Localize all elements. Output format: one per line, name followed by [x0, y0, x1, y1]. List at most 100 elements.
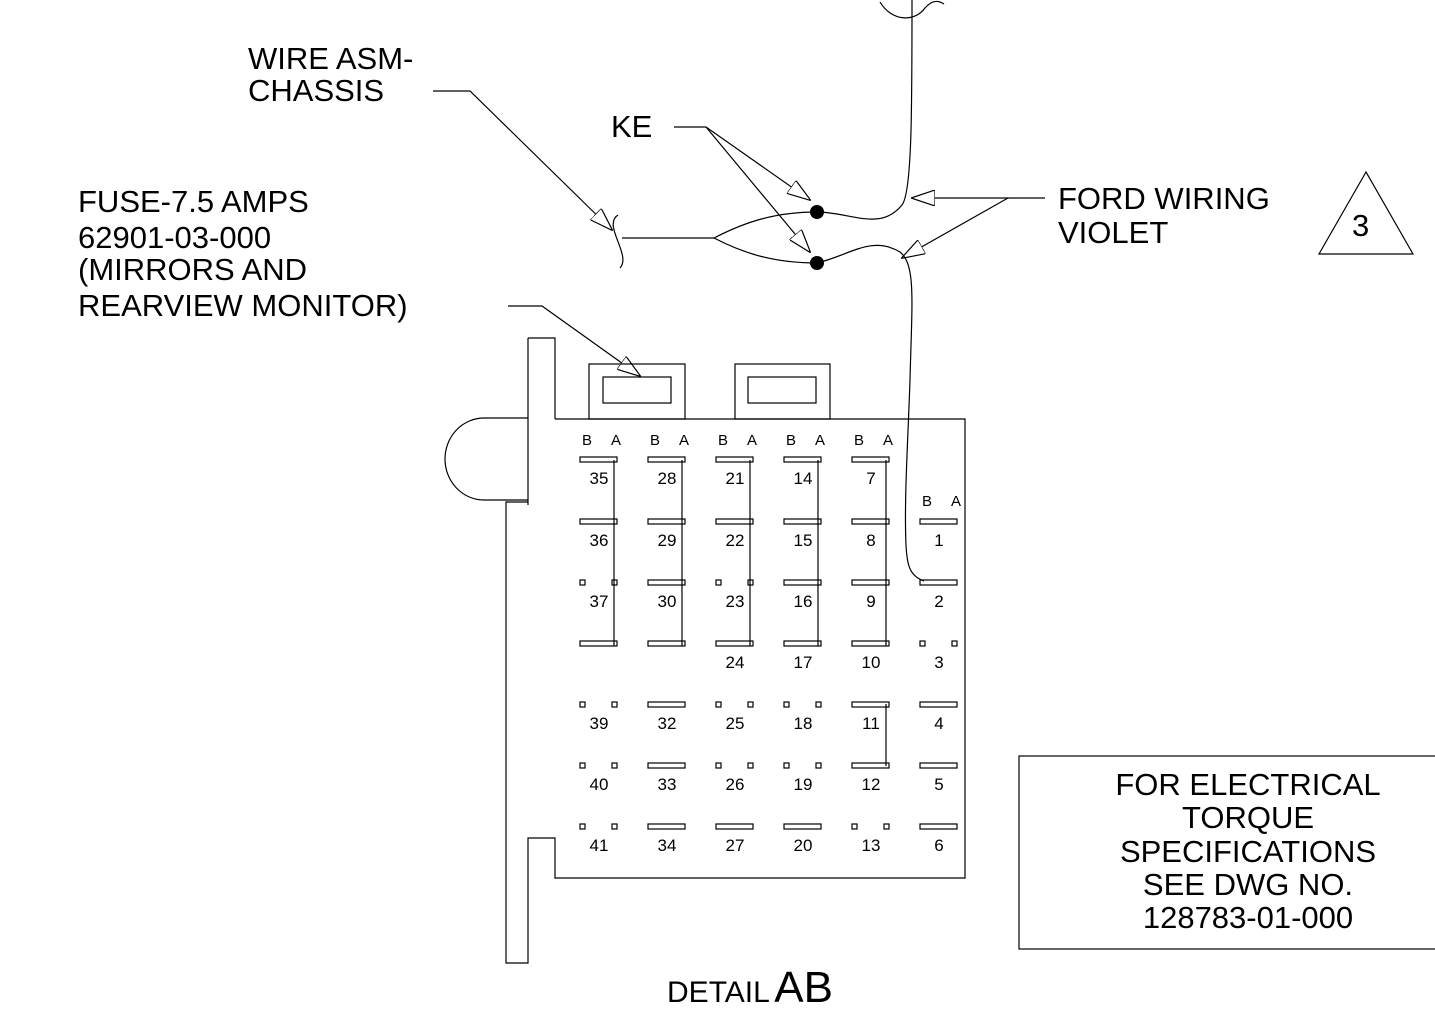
- fuse-blade: [647, 701, 686, 708]
- cavity-terminal-a: [951, 640, 958, 647]
- cavity-number: 24: [726, 653, 745, 672]
- fuse-blade: [647, 518, 686, 525]
- fuse-label-line2: 62901-03-000: [78, 220, 271, 255]
- column-header-a: A: [611, 432, 621, 449]
- fuse-blade: [715, 518, 754, 525]
- fuse-blade: [579, 640, 618, 647]
- cavity-number: 36: [590, 531, 609, 550]
- wire-asm-label-line2: CHASSIS: [248, 73, 384, 108]
- cavity-terminal-b: [851, 823, 858, 830]
- fuse-blade: [851, 640, 890, 647]
- ke-leader-upper: [705, 126, 810, 200]
- column-header-b: B: [922, 493, 932, 510]
- fuse-box-housing: [444, 337, 966, 964]
- cavity-number: 4: [934, 714, 943, 733]
- revision-number: 3: [1352, 208, 1369, 243]
- fuse-blade: [851, 579, 890, 586]
- fuse-blade: [919, 579, 958, 586]
- ford-wiring-label-line2: VIOLET: [1058, 215, 1168, 250]
- note-line5: 128783-01-000: [1143, 900, 1353, 935]
- fuse-blade: [715, 823, 754, 830]
- fuse-blade: [647, 579, 686, 586]
- fuse-label-line4: REARVIEW MONITOR): [78, 288, 408, 323]
- cavity-number: 19: [794, 775, 813, 794]
- cavity-number: 32: [658, 714, 677, 733]
- fuse-blade: [851, 701, 890, 708]
- ford-wiring-label-line1: FORD WIRING: [1058, 181, 1270, 216]
- fuse-label-line3: (MIRRORS AND: [78, 252, 307, 287]
- fuse-left: [602, 376, 672, 404]
- fuse-blade: [919, 518, 958, 525]
- splice-wire-upper: [713, 211, 818, 239]
- detail-prefix: DETAIL: [667, 976, 770, 1009]
- cavity-number: 29: [658, 531, 677, 550]
- cavity-number: 33: [658, 775, 677, 794]
- cavity-number: 28: [658, 469, 677, 488]
- fuse-blade: [851, 456, 890, 463]
- fuse-blade: [783, 640, 822, 647]
- fuse-blade: [851, 518, 890, 525]
- ford-leader-lower: [902, 197, 1009, 258]
- cavity-number: 1: [934, 531, 943, 550]
- fuse-blade: [715, 640, 754, 647]
- cavity-terminal-b: [783, 701, 790, 708]
- cavity-terminal-a: [815, 762, 822, 769]
- cavity-number: 21: [726, 469, 745, 488]
- cavity-number: 39: [590, 714, 609, 733]
- chassis-wire-break: [612, 214, 624, 269]
- cavity-number: 26: [726, 775, 745, 794]
- splice-wire-lower: [713, 237, 818, 264]
- column-header-a: A: [883, 432, 893, 449]
- cavity-terminal-a: [611, 762, 618, 769]
- cavity-number: 35: [590, 469, 609, 488]
- cavity-number: 20: [794, 836, 813, 855]
- note-line2: TORQUE: [1182, 800, 1314, 835]
- column-header-b: B: [854, 432, 864, 449]
- cavity-number: 27: [726, 836, 745, 855]
- revision-triangle-callout: 3: [1317, 170, 1415, 255]
- detail-title: DETAIL AB: [667, 963, 833, 1012]
- cavity-terminal-b: [715, 701, 722, 708]
- cavity-terminal-b: [579, 823, 586, 830]
- fuse-blade: [919, 762, 958, 769]
- cavity-terminal-b: [579, 701, 586, 708]
- column-header-a: A: [679, 432, 689, 449]
- wire-asm-label-line1: WIRE ASM-: [248, 41, 413, 76]
- cavity-number: 34: [658, 836, 677, 855]
- cavity-number: 41: [590, 836, 609, 855]
- fuse-blade: [647, 640, 686, 647]
- cavity-terminal-a: [611, 823, 618, 830]
- ke-label: KE: [611, 109, 652, 144]
- cavity-number: 11: [862, 714, 880, 733]
- column-header-b: B: [650, 432, 660, 449]
- fuse-blade: [919, 701, 958, 708]
- column-header-a: A: [815, 432, 825, 449]
- fuse-slot-right: [734, 363, 831, 420]
- cavity-terminal-a: [747, 701, 754, 708]
- cavity-number: 18: [794, 714, 813, 733]
- fuse-right: [747, 376, 817, 404]
- cavity-number: 16: [794, 592, 813, 611]
- cavity-terminal-b: [579, 579, 586, 586]
- fuse-slot-left: [588, 363, 686, 420]
- cavity-number: 22: [726, 531, 745, 550]
- cavity-number: 9: [866, 592, 875, 611]
- note-line4: SEE DWG NO.: [1143, 867, 1353, 902]
- cavity-number: 17: [794, 653, 813, 672]
- cavity-terminal-b: [919, 640, 926, 647]
- fuse-blade: [647, 456, 686, 463]
- cavity-number: 12: [862, 775, 881, 794]
- fuse-blade: [851, 762, 890, 769]
- cavity-number: 14: [794, 469, 813, 488]
- cavity-terminal-a: [747, 762, 754, 769]
- fuse-blade: [783, 579, 822, 586]
- column-header-a: A: [951, 493, 961, 510]
- cavity-number: 8: [866, 531, 875, 550]
- cavity-terminal-a: [611, 701, 618, 708]
- cavity-number: 37: [590, 592, 609, 611]
- wire-break-symbol: [879, 0, 945, 19]
- cavity-number: 2: [934, 592, 943, 611]
